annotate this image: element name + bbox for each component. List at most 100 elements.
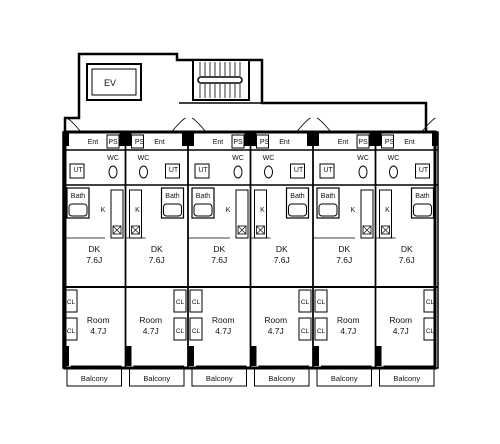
column — [244, 132, 251, 146]
entrance-label: Ent — [404, 139, 415, 146]
dk-name: DK — [151, 244, 163, 254]
column — [125, 346, 132, 366]
closet-label: CL — [192, 299, 201, 306]
balcony-label: Balcony — [81, 374, 108, 383]
bath-room — [191, 187, 215, 219]
pipe-shaft-label: PS — [108, 139, 118, 146]
balcony-label: Balcony — [331, 374, 358, 383]
balcony-label: Balcony — [393, 374, 420, 383]
bath-room — [66, 187, 90, 219]
cooktop — [381, 225, 390, 235]
closet — [189, 317, 203, 341]
closet-label: CL — [301, 299, 310, 306]
closet — [298, 289, 312, 313]
pipe-shaft-box — [231, 134, 245, 149]
entrance-label: Ent — [279, 139, 290, 146]
elevator-box — [86, 63, 142, 101]
bath-label: Bath — [321, 193, 336, 200]
room-name: Room — [337, 315, 360, 325]
balcony-label: Balcony — [143, 374, 170, 383]
cooktop — [112, 225, 122, 235]
cooktop-mark — [362, 225, 372, 235]
toilet-label: WC — [107, 155, 119, 162]
kitchen-counter — [110, 189, 124, 239]
toilet-label: WC — [357, 155, 369, 162]
cooktop — [256, 225, 265, 235]
bath-room — [160, 187, 185, 219]
washer-pan — [194, 163, 210, 179]
dk-size: 7.6J — [336, 255, 352, 265]
bath-room — [285, 187, 310, 219]
column — [188, 346, 194, 366]
kitchen-label: K — [226, 207, 231, 214]
entrance-label: Ent — [338, 139, 349, 146]
bath-room — [316, 187, 340, 219]
column — [375, 346, 382, 366]
room-size: 4.7J — [215, 326, 231, 336]
bathtub — [68, 203, 88, 217]
utility-label: UT — [73, 167, 83, 174]
bath-label: Bath — [71, 193, 86, 200]
column — [119, 132, 126, 146]
utility-label: UT — [323, 167, 333, 174]
kitchen-counter — [235, 189, 249, 239]
cooktop-mark — [131, 225, 140, 235]
cooktop-mark — [237, 225, 247, 235]
dk-size: 7.6J — [86, 255, 102, 265]
kitchen-label: K — [260, 207, 265, 214]
kitchen-counter — [360, 189, 374, 239]
cooktop-mark — [381, 225, 390, 235]
room-name: Room — [87, 315, 110, 325]
bathtub — [163, 203, 182, 217]
closet-label: CL — [426, 328, 435, 335]
kitchen-label: K — [135, 207, 140, 214]
door-swing — [171, 117, 186, 133]
toilet-label: WC — [388, 155, 400, 162]
elevator-label: EV — [104, 78, 116, 88]
door-swing — [66, 117, 82, 133]
room-name: Room — [139, 315, 162, 325]
kitchen-label: K — [351, 207, 356, 214]
dk-size: 7.6J — [211, 255, 227, 265]
toilet-label: WC — [263, 155, 275, 162]
closet-label: CL — [317, 299, 326, 306]
closet-label: CL — [67, 328, 76, 335]
cooktop — [131, 225, 140, 235]
room-size: 4.7J — [393, 326, 409, 336]
column — [125, 132, 132, 146]
washer-pan — [69, 163, 85, 179]
pipe-shaft-label: PS — [358, 139, 368, 146]
entrance-label: Ent — [213, 139, 224, 146]
dk-name: DK — [213, 244, 225, 254]
cooktop-mark — [256, 225, 265, 235]
column — [250, 132, 257, 146]
room-size: 4.7J — [340, 326, 356, 336]
pipe-shaft-label: PS — [385, 139, 395, 146]
balcony-label: Balcony — [268, 374, 295, 383]
room-name: Room — [212, 315, 235, 325]
closet — [173, 317, 187, 341]
column — [188, 132, 194, 146]
cooktop — [362, 225, 372, 235]
closet — [173, 289, 187, 313]
toilet-bowl — [139, 165, 148, 179]
column — [313, 346, 319, 366]
kitchen-label: K — [385, 207, 390, 214]
cooktop-mark — [112, 225, 122, 235]
dk-name: DK — [401, 244, 413, 254]
pipe-shaft-box — [131, 134, 144, 149]
toilet-bowl — [108, 165, 118, 179]
pipe-shaft-box — [356, 134, 370, 149]
utility-label: UT — [198, 167, 208, 174]
bathtub — [193, 203, 213, 217]
door-swing — [191, 117, 207, 133]
pipe-shaft-label: PS — [233, 139, 243, 146]
pipe-shaft-label: PS — [135, 139, 145, 146]
pipe-shaft-label: PS — [260, 139, 270, 146]
